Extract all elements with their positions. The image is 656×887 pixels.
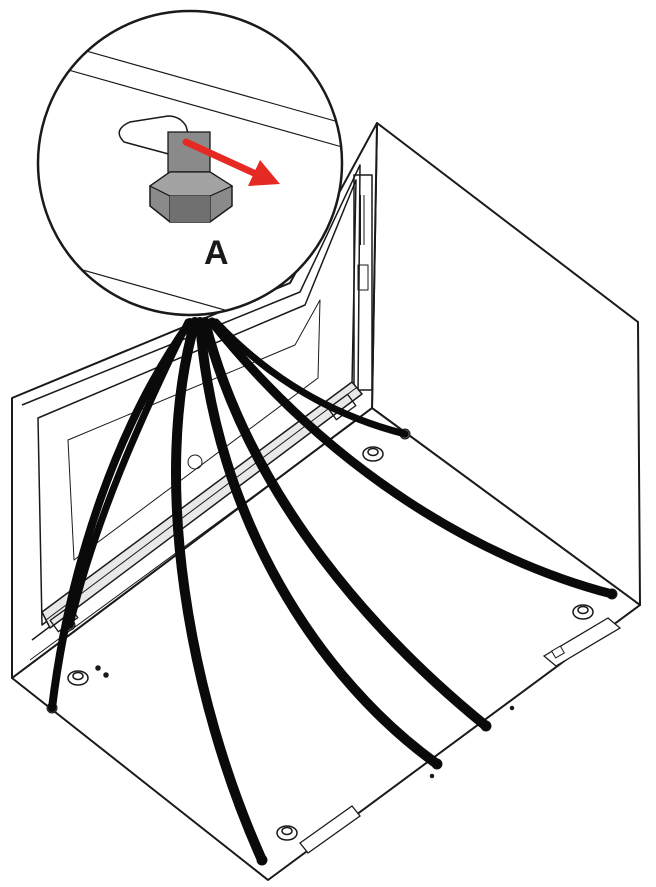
hex-bolt-icon xyxy=(148,171,234,223)
red-direction-arrow xyxy=(182,138,280,186)
bracket-front xyxy=(299,805,361,854)
cabinet xyxy=(11,122,641,881)
foot-right xyxy=(572,604,594,620)
callout-leaders xyxy=(48,317,617,865)
mounting-feet xyxy=(67,446,622,854)
leader-3 xyxy=(195,317,442,769)
leader-5 xyxy=(207,317,617,599)
foot-front xyxy=(276,825,298,841)
brand-mark xyxy=(187,454,203,470)
foot-front-left xyxy=(67,670,89,686)
hinge-strip xyxy=(353,174,373,391)
leader-6 xyxy=(212,318,409,438)
leader-7 xyxy=(66,318,192,629)
leader-1 xyxy=(48,318,194,712)
leader-4 xyxy=(200,317,491,731)
callout-label: A xyxy=(204,234,229,272)
foot-rear xyxy=(362,446,384,462)
leader-2 xyxy=(171,317,267,865)
